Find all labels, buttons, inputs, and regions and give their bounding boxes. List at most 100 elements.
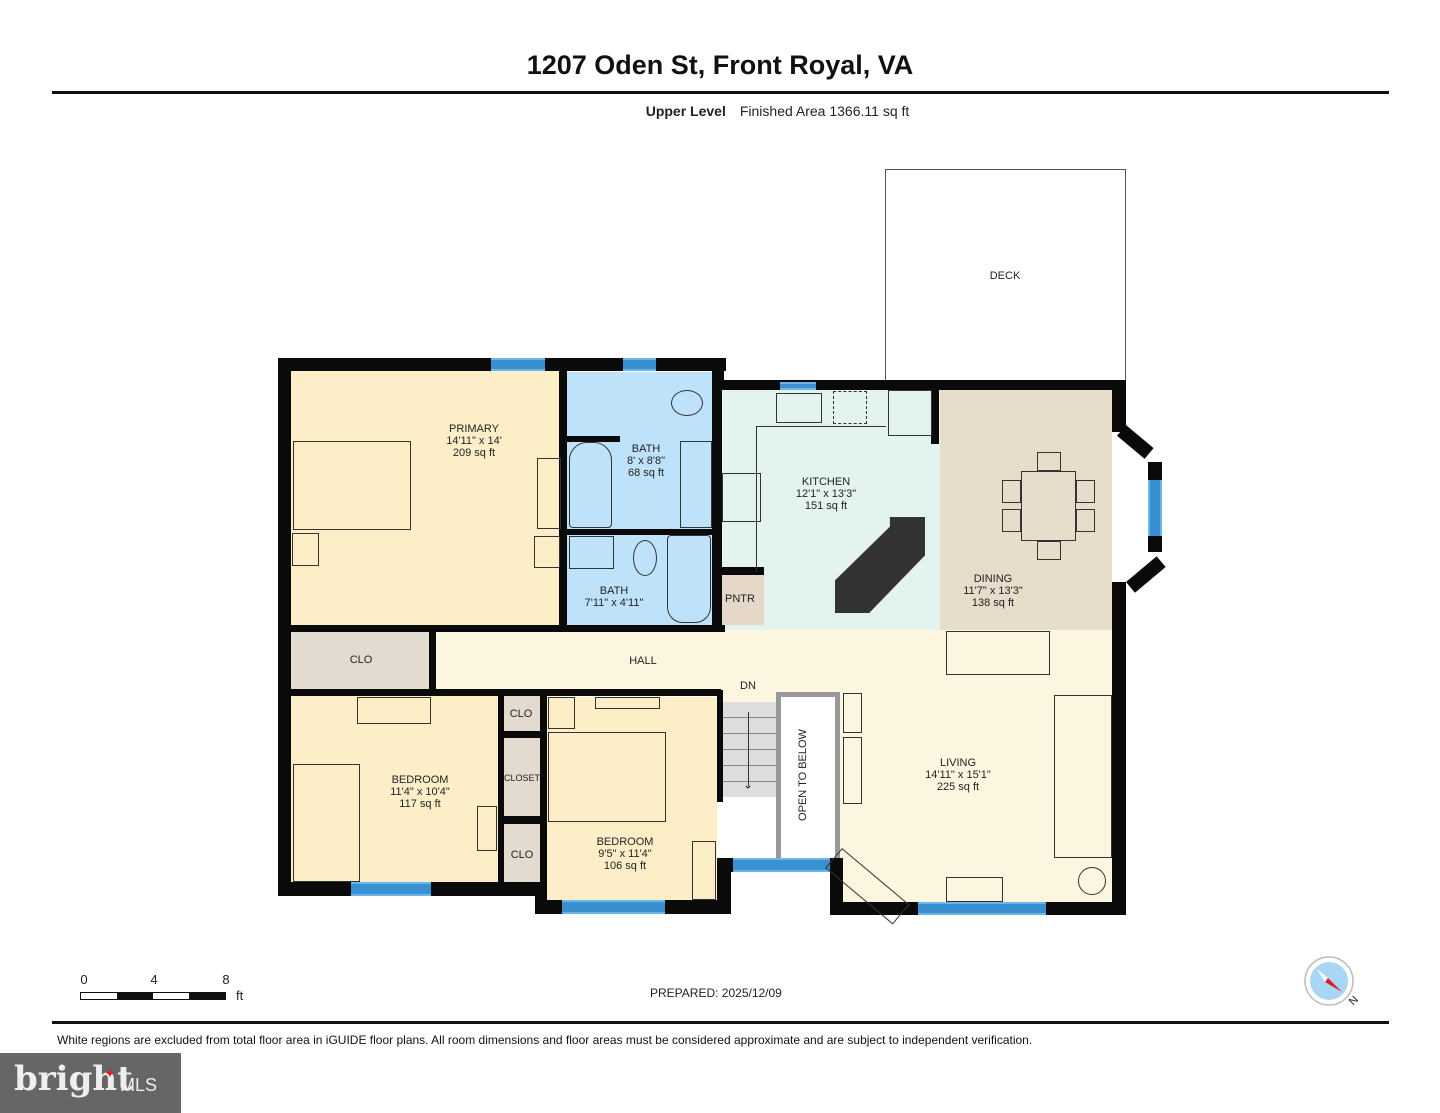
room-primary <box>291 371 559 626</box>
window <box>562 900 665 914</box>
scale-bar <box>80 992 226 1000</box>
side-table <box>946 877 1003 902</box>
footer-divider <box>52 1021 1389 1024</box>
chair <box>1037 452 1061 471</box>
bright-mls-logo: bright ✦ MLS <box>0 1053 181 1113</box>
window <box>1148 480 1162 536</box>
chair <box>1037 541 1061 560</box>
room-pantry <box>721 575 764 625</box>
level-label: Upper Level <box>645 103 726 119</box>
label-closet: CLOSET <box>503 773 541 783</box>
logo-star-icon: ✦ <box>104 1065 116 1081</box>
label-bedroom1: BEDROOM 11'4" x 10'4" 117 sq ft <box>390 774 450 810</box>
room-bedroom2 <box>547 697 717 900</box>
finished-area: Finished Area 1366.11 sq ft <box>739 103 910 119</box>
dresser <box>692 841 716 900</box>
chair <box>1076 509 1095 532</box>
wall <box>429 631 436 691</box>
wall <box>712 380 1126 390</box>
wall <box>931 390 939 444</box>
sofa <box>1054 695 1112 858</box>
scale-tick-4: 4 <box>150 972 158 987</box>
vanity <box>680 441 712 528</box>
toilet <box>671 390 703 416</box>
plan-title: 1207 Oden St, Front Royal, VA <box>526 50 914 80</box>
wall <box>717 860 731 914</box>
compass-icon <box>1304 956 1354 1006</box>
room-closet <box>504 738 540 816</box>
window <box>351 882 431 896</box>
label-pantry: PNTR <box>725 593 755 605</box>
toilet <box>633 540 657 576</box>
room-deck <box>885 169 1126 384</box>
fridge <box>888 390 932 436</box>
label-clo-small2: CLO <box>510 849 534 861</box>
window <box>491 358 545 371</box>
bathtub <box>667 535 711 623</box>
header-divider <box>52 91 1389 94</box>
wall <box>503 731 543 738</box>
bed <box>293 441 411 530</box>
scale-unit: ft <box>236 988 244 1003</box>
label-primary: PRIMARY 14'11" x 14' 209 sq ft <box>446 423 502 459</box>
twin-bed <box>293 764 360 882</box>
wall <box>291 625 725 632</box>
bathtub <box>569 442 612 528</box>
stairs-label: DN <box>740 680 756 692</box>
wall <box>712 358 724 390</box>
room-hall <box>436 630 1112 690</box>
wall <box>291 689 721 696</box>
label-hall: HALL <box>629 655 657 667</box>
window <box>733 858 830 872</box>
label-bath2: BATH 7'11" x 4'11" <box>584 585 644 609</box>
plan-subtitle: Upper Level Finished Area 1366.11 sq ft <box>0 103 1440 119</box>
chair <box>1076 480 1095 503</box>
wall <box>712 388 722 630</box>
desk <box>357 697 431 724</box>
wall <box>540 690 547 886</box>
room-clo-top <box>291 631 429 689</box>
bed <box>548 732 666 822</box>
sofa <box>946 631 1050 675</box>
stairs-arrow-icon <box>748 712 749 786</box>
wall <box>498 690 504 886</box>
dining-table <box>1021 471 1076 541</box>
media-cabinet <box>843 693 862 733</box>
kitchen-sink <box>776 393 822 423</box>
wall <box>1112 582 1126 915</box>
chair <box>1002 480 1021 503</box>
label-kitchen: KITCHEN 12'1" x 13'3" 151 sq ft <box>795 476 857 512</box>
scale-tick-8: 8 <box>222 972 230 987</box>
open-below-label: OPEN TO BELOW <box>797 729 809 821</box>
media-cabinet <box>843 737 862 804</box>
wall <box>717 690 723 802</box>
stairs[interactable] <box>722 702 776 797</box>
label-dining: DINING 11'7" x 13'3" 138 sq ft <box>963 573 1023 609</box>
nightstand <box>477 806 497 851</box>
window <box>780 382 816 390</box>
disclaimer: White regions are excluded from total fl… <box>57 1033 1033 1047</box>
down-arrow-icon: ⌄ <box>742 777 754 792</box>
window <box>623 358 656 371</box>
nightstand <box>292 533 319 566</box>
dresser <box>537 458 561 529</box>
counter-edge <box>756 426 886 572</box>
wall <box>830 858 843 915</box>
label-bath1: BATH 8' x 8'8" 68 sq ft <box>626 443 666 479</box>
round-table <box>1078 867 1106 895</box>
wall <box>567 436 620 442</box>
logo-suffix: MLS <box>120 1075 158 1095</box>
wall <box>503 816 543 824</box>
logo-brand: bright <box>14 1059 133 1099</box>
open-to-below <box>776 692 840 858</box>
label-clo-top: CLO <box>349 654 373 666</box>
label-clo-small1: CLO <box>509 708 533 720</box>
wall <box>717 567 764 575</box>
room-clo-small2 <box>504 824 540 886</box>
scale-tick-0: 0 <box>80 972 88 987</box>
window <box>918 902 1046 915</box>
deck-label: DECK <box>989 270 1021 282</box>
prepared-date: PREPARED: 2025/12/09 <box>650 986 782 1000</box>
wall <box>1117 425 1154 459</box>
